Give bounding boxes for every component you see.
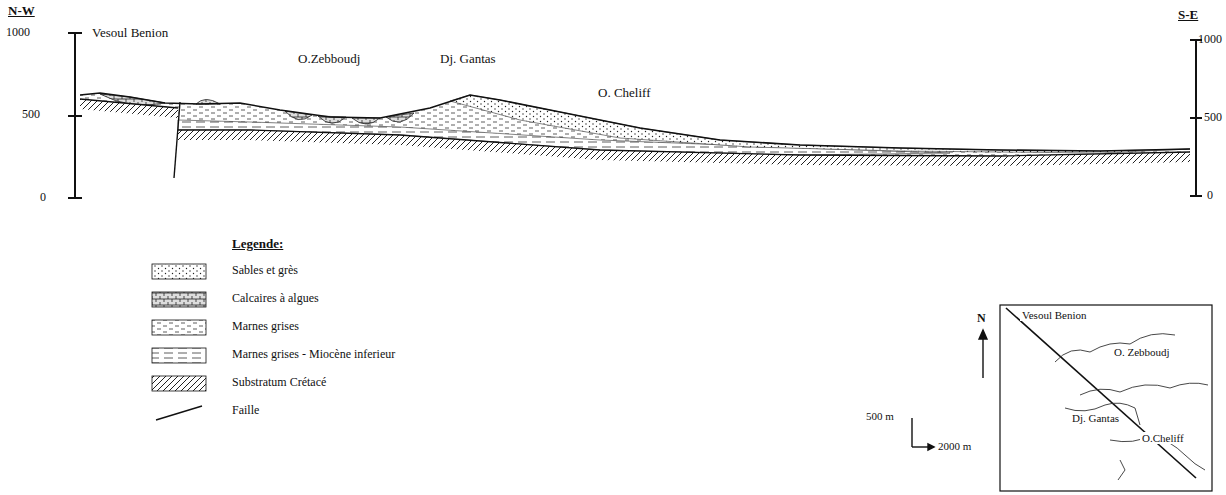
legend-text: Sables et grès (232, 264, 298, 277)
legend-sample (150, 290, 210, 310)
legend-sample (150, 262, 210, 282)
legend-sample (150, 402, 210, 422)
legend-text: Marnes grises - Miocène inferieur (232, 348, 395, 361)
place-name: Vesoul Benion (92, 26, 168, 40)
axis-value: 1000 (6, 26, 30, 39)
legend-text: Calcaires à algues (232, 292, 319, 305)
axis-value: 500 (1204, 111, 1222, 124)
place-name: O.Cheliff (1140, 432, 1186, 444)
place-name: Vesoul Benion (1020, 309, 1088, 321)
direction-label: S-E (1178, 8, 1198, 22)
place-name: Dj. Gantas (440, 52, 496, 66)
axis-value: 500 (22, 108, 40, 121)
axis-value: 0 (1207, 189, 1213, 202)
place-name: O.Zebboudj (298, 52, 360, 66)
direction-label: N-W (8, 4, 35, 18)
legend-sample (150, 318, 210, 338)
place-name: O. Zebboudj (1112, 346, 1172, 358)
legend-sample (150, 374, 210, 394)
scale-label: 2000 m (938, 440, 971, 452)
north-label: N (977, 312, 986, 325)
axis-value: 1000 (1198, 33, 1222, 46)
legend-text: Substratum Crétacé (232, 376, 326, 389)
legend-text: Marnes grises (232, 320, 299, 333)
place-name: O. Cheliff (598, 86, 650, 100)
axis-value: 0 (40, 191, 46, 204)
scale-label: 500 m (866, 410, 894, 422)
legend-sample (150, 346, 210, 366)
legend-title: Legende: (232, 237, 283, 251)
legend-text: Faille (232, 404, 259, 417)
place-name: Dj. Gantas (1070, 412, 1121, 424)
